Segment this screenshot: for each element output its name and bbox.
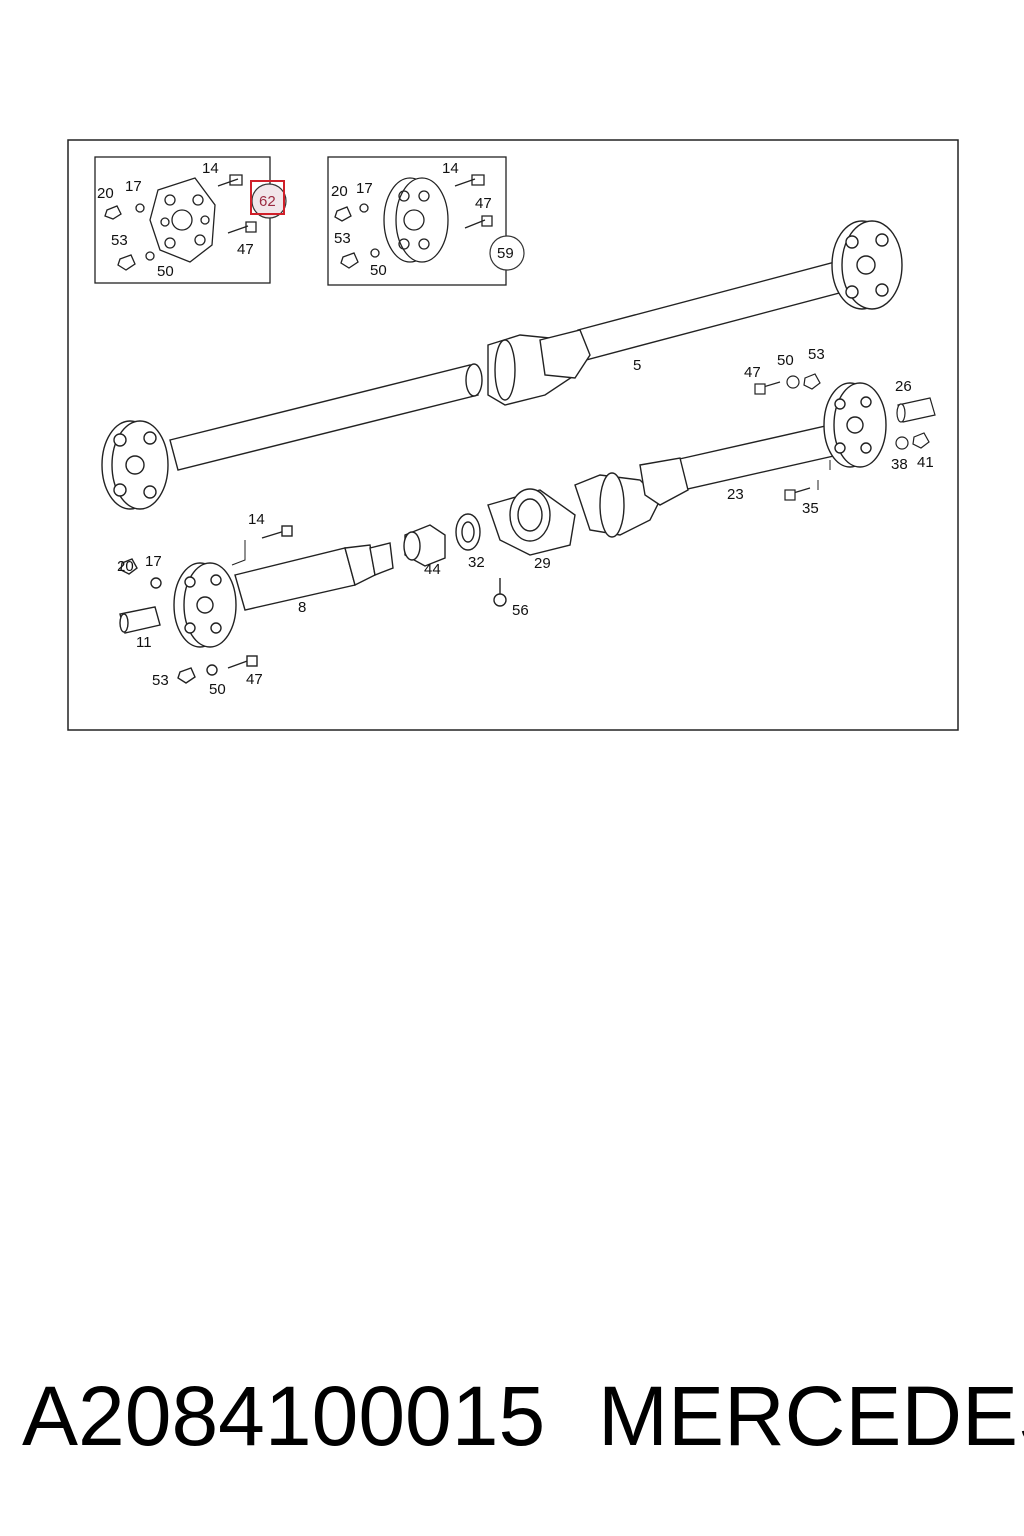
callout-label: 53: [808, 346, 825, 363]
callout-label: 29: [534, 555, 551, 572]
callout-label: 47: [744, 364, 761, 381]
callout-label: 35: [802, 500, 819, 517]
callout-label: 17: [356, 180, 373, 197]
callout-label: 38: [891, 456, 908, 473]
callout-label: 20: [331, 183, 348, 200]
part-number: A2084100015: [22, 1369, 546, 1463]
diagram-frame: [67, 139, 959, 731]
callout-label: 14: [442, 160, 459, 177]
driveshaft-intermediate: [119, 525, 394, 684]
callout-label: 32: [468, 554, 485, 571]
leader-lines: [231, 460, 831, 566]
callout-label: 50: [157, 263, 174, 280]
callout-labels: 14 20 17 53 50 47 62 14 20 17 47 53 50 5…: [97, 160, 934, 698]
part-caption: A2084100015 MERCEDES: [0, 1368, 1024, 1478]
callout-label: 17: [125, 178, 142, 195]
callout-label: 17: [145, 553, 162, 570]
callout-label: 44: [424, 561, 441, 578]
driveshaft-front: [101, 220, 903, 510]
callout-label: 14: [248, 511, 265, 528]
driveshaft-exploded-diagram: 14 20 17 53 50 47 62 14 20 17 47 53 50 5…: [67, 139, 959, 731]
callout-label: 11: [136, 634, 152, 651]
callout-label: 53: [334, 230, 351, 247]
callout-label: 8: [298, 599, 306, 616]
callout-label: 47: [475, 195, 492, 212]
callout-label: 56: [512, 602, 529, 619]
callout-label: 50: [370, 262, 387, 279]
callout-label: 20: [117, 558, 134, 575]
driveshaft-rear: [403, 382, 887, 607]
callout-label: 47: [246, 671, 263, 688]
fasteners-right-upper: [754, 373, 936, 501]
brand-name: MERCEDES: [598, 1369, 1024, 1463]
callout-label: 53: [111, 232, 128, 249]
inset-flex-disc-b: [327, 156, 507, 286]
callout-label: 59: [497, 245, 514, 262]
inset-flex-disc-a: [94, 156, 271, 284]
callout-label: 50: [209, 681, 226, 698]
callout-label: 50: [777, 352, 794, 369]
callout-label: 20: [97, 185, 114, 202]
callout-label: 62: [259, 193, 276, 210]
callout-label: 14: [202, 160, 219, 177]
callout-label: 47: [237, 241, 254, 258]
callout-label: 5: [633, 357, 641, 374]
callout-62-highlight: [250, 180, 285, 215]
callout-59-circle: [489, 235, 525, 271]
callout-label: 23: [727, 486, 744, 503]
callout-label: 41: [917, 454, 934, 471]
callout-label: 26: [895, 378, 912, 395]
callout-label: 53: [152, 672, 169, 689]
